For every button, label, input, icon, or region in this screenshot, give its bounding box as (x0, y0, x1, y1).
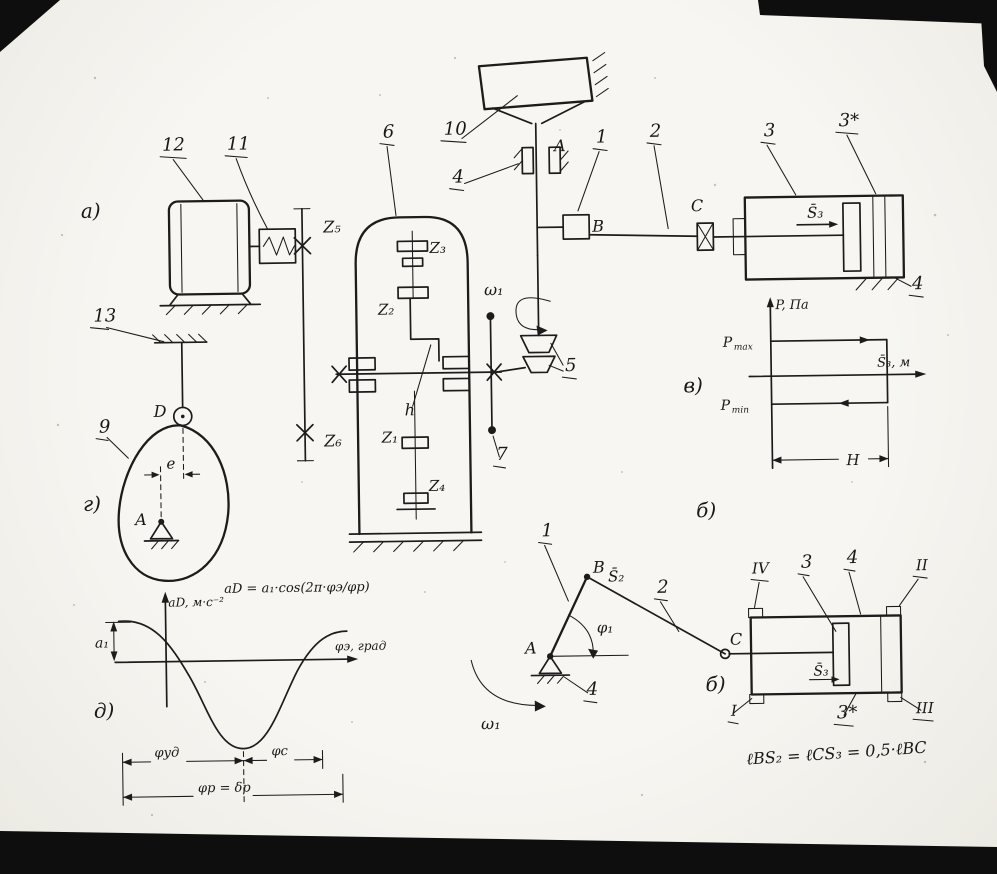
corner-I-label: I (730, 702, 738, 720)
s-axis-label: S̄₃, м (877, 354, 910, 371)
gear-z1-label: Z₁ (381, 428, 399, 446)
pmax-sub: max (734, 342, 753, 352)
rod-label: 2 (649, 121, 662, 142)
corner-III-label: III (915, 699, 935, 717)
figure-b: б) A B 1 φ₁ ω₁ S̄₂ 2 (470, 520, 935, 769)
piston-star-b-label: 3* (837, 702, 858, 723)
cam-label: 9 (99, 416, 111, 437)
follower-label: 13 (93, 305, 116, 326)
figure-a: а) 12 (81, 51, 924, 553)
s3-label: S̄₃ (807, 203, 824, 221)
point-C-label: C (691, 196, 704, 215)
piston-star-label: 3* (839, 110, 860, 131)
corner-IV-label: IV (751, 559, 771, 577)
coupling: 11 (224, 133, 297, 265)
gear-z2-label: Z₂ (377, 300, 395, 318)
scan-corner-right (980, 0, 997, 92)
gear-z4-label: Z₄ (428, 477, 446, 495)
x-axis-label: φэ, град (335, 639, 387, 654)
pmin-sub: min (732, 406, 750, 416)
crank-slider: B 1 (536, 126, 608, 240)
eccentricity-label: e (166, 455, 175, 473)
piston-3-label: 3 (801, 552, 813, 573)
point-D-label: D (153, 402, 167, 421)
figure-v: в) P, Па S̄₃, м P max P min H б) (683, 297, 927, 522)
motor-label: 12 (162, 134, 185, 155)
crank-label: 1 (596, 126, 608, 147)
stroke-H-label: H (845, 451, 860, 469)
corner-II-label: II (915, 556, 929, 574)
scan-edge-bottom (0, 831, 997, 874)
gear-z5-label: Z₅ (322, 217, 341, 236)
rod-2: C 2 (588, 121, 747, 252)
s2-label: S̄₂ (608, 567, 625, 585)
figure-g: г) 13 D 9 A (83, 305, 230, 582)
ground-4-label: 4 (585, 679, 598, 700)
phi1-label: φ₁ (597, 618, 614, 636)
rod-2-label: 2 (656, 577, 669, 598)
panel-label-d: д) (94, 698, 115, 722)
scan-corner-top-left (0, 0, 60, 52)
pmax-label: P (722, 335, 733, 351)
support-label: 4 (451, 166, 464, 187)
point-A-label: A (552, 136, 566, 155)
piston-label: 3 (764, 120, 776, 141)
omega1-label: ω₁ (484, 280, 504, 299)
panel-label-g: г) (83, 492, 101, 516)
crank-1-label: 1 (541, 520, 553, 541)
omega1-b-label: ω₁ (481, 714, 501, 733)
electric-motor: 12 (159, 134, 262, 316)
figure-d: д) aD = a₁·cos(2π·φэ/φр) aD, м·с⁻² φэ, г… (94, 580, 387, 806)
gear-z6-label: Z₆ (323, 431, 342, 450)
y-axis-label: aD, м·с⁻² (168, 595, 224, 610)
scan-edge-top-right (758, 0, 997, 24)
length-note: ℓBS₂ = ℓCS₃ = 0,5·ℓBC (746, 738, 928, 769)
coupling-label: 11 (227, 133, 250, 154)
point-B-label: B (591, 217, 604, 236)
a1-label: a₁ (95, 635, 109, 651)
phi-r-label: φр = δр (198, 781, 252, 797)
cylinder-b: S̄₃ IV 3 4 II I 3* III (727, 547, 935, 727)
transmission-shaft: Z₅ Z₆ (293, 207, 342, 462)
s3-b-label: S̄₃ (813, 662, 829, 680)
panel-label-v: в) (683, 373, 703, 397)
phi-c-label: φс (271, 744, 288, 759)
pivot-A-label: A (523, 639, 537, 658)
cylinder-a: S̄₃ 3 3* 4 (732, 110, 924, 298)
shaft-h-label: h (405, 400, 416, 419)
formula: aD = a₁·cos(2π·φэ/φр) (224, 580, 370, 597)
cylinder-4-label: 4 (846, 547, 859, 568)
bevel-drive: ω₁ 5 7 (484, 254, 577, 469)
joint-C-label: C (730, 630, 743, 649)
panel-label-b: б) (705, 672, 725, 696)
p-axis-label: P, Па (774, 298, 809, 313)
gearbox: 6 Z₃ Z₂ h (331, 121, 503, 553)
bevel-label: 5 (565, 355, 577, 376)
drawing: а) 12 (81, 51, 935, 806)
panel-label-a: а) (81, 199, 101, 223)
phi-ud-label: φуд (154, 746, 179, 761)
gear-z3-label: Z₃ (428, 239, 446, 257)
panel-label-b-mid: б) (696, 498, 716, 522)
housing: 10 (440, 51, 609, 143)
cam-center-label: A (133, 510, 147, 529)
gearbox-label: 6 (383, 121, 395, 142)
pmin-label: P (720, 398, 731, 414)
scan-noise (56, 56, 949, 817)
frame-label: 4 (911, 273, 924, 294)
housing-label: 10 (444, 118, 467, 139)
joint-B-label: B (592, 558, 605, 577)
bearing-A: A 4 (449, 122, 569, 257)
shaft7-label: 7 (496, 444, 508, 465)
